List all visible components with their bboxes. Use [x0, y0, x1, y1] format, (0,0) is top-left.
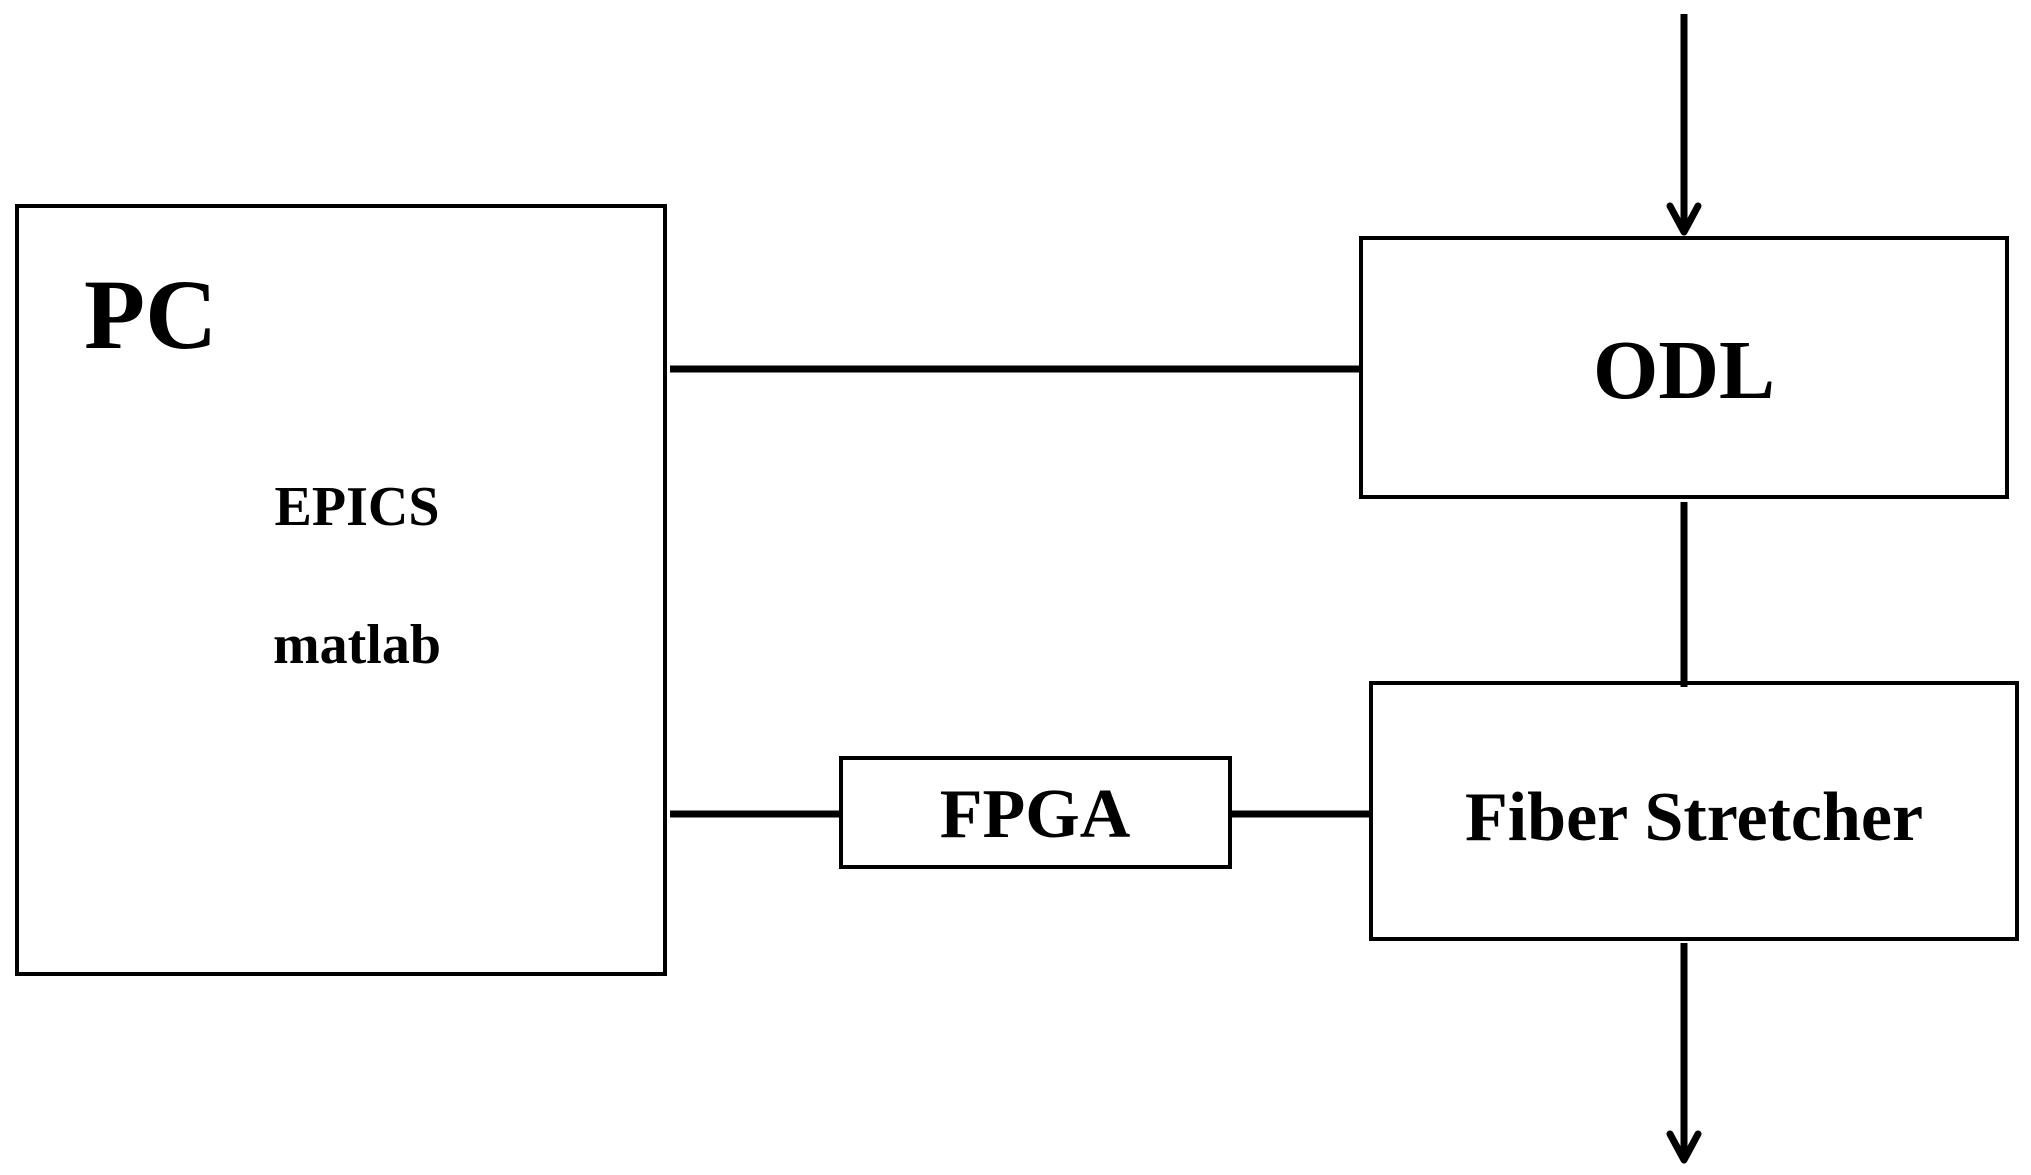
odl-block-frame: [1359, 236, 2009, 499]
fiber-stretcher-block: Fiber Stretcher: [1369, 681, 2019, 941]
fiber-stretcher-block-frame: [1369, 681, 2019, 941]
output-arrow-head: [1666, 1130, 1702, 1164]
odl-block: ODL: [1359, 236, 2009, 499]
fiber-stretcher-label: Fiber Stretcher: [1465, 779, 1923, 856]
pc-title: PC: [84, 259, 217, 370]
pc-block-frame: [15, 204, 667, 976]
fpga-block: FPGA: [839, 756, 1232, 869]
pc-software-epics: EPICS: [275, 476, 440, 538]
input-arrow: [1666, 14, 1702, 236]
pc-block: PC EPICS matlab: [15, 204, 667, 976]
fpga-block-frame: [839, 756, 1232, 869]
odl-label: ODL: [1593, 324, 1775, 417]
output-arrow: [1666, 943, 1702, 1164]
fpga-label: FPGA: [940, 776, 1131, 853]
pc-software-matlab: matlab: [273, 614, 441, 676]
input-arrow-head: [1666, 202, 1702, 236]
